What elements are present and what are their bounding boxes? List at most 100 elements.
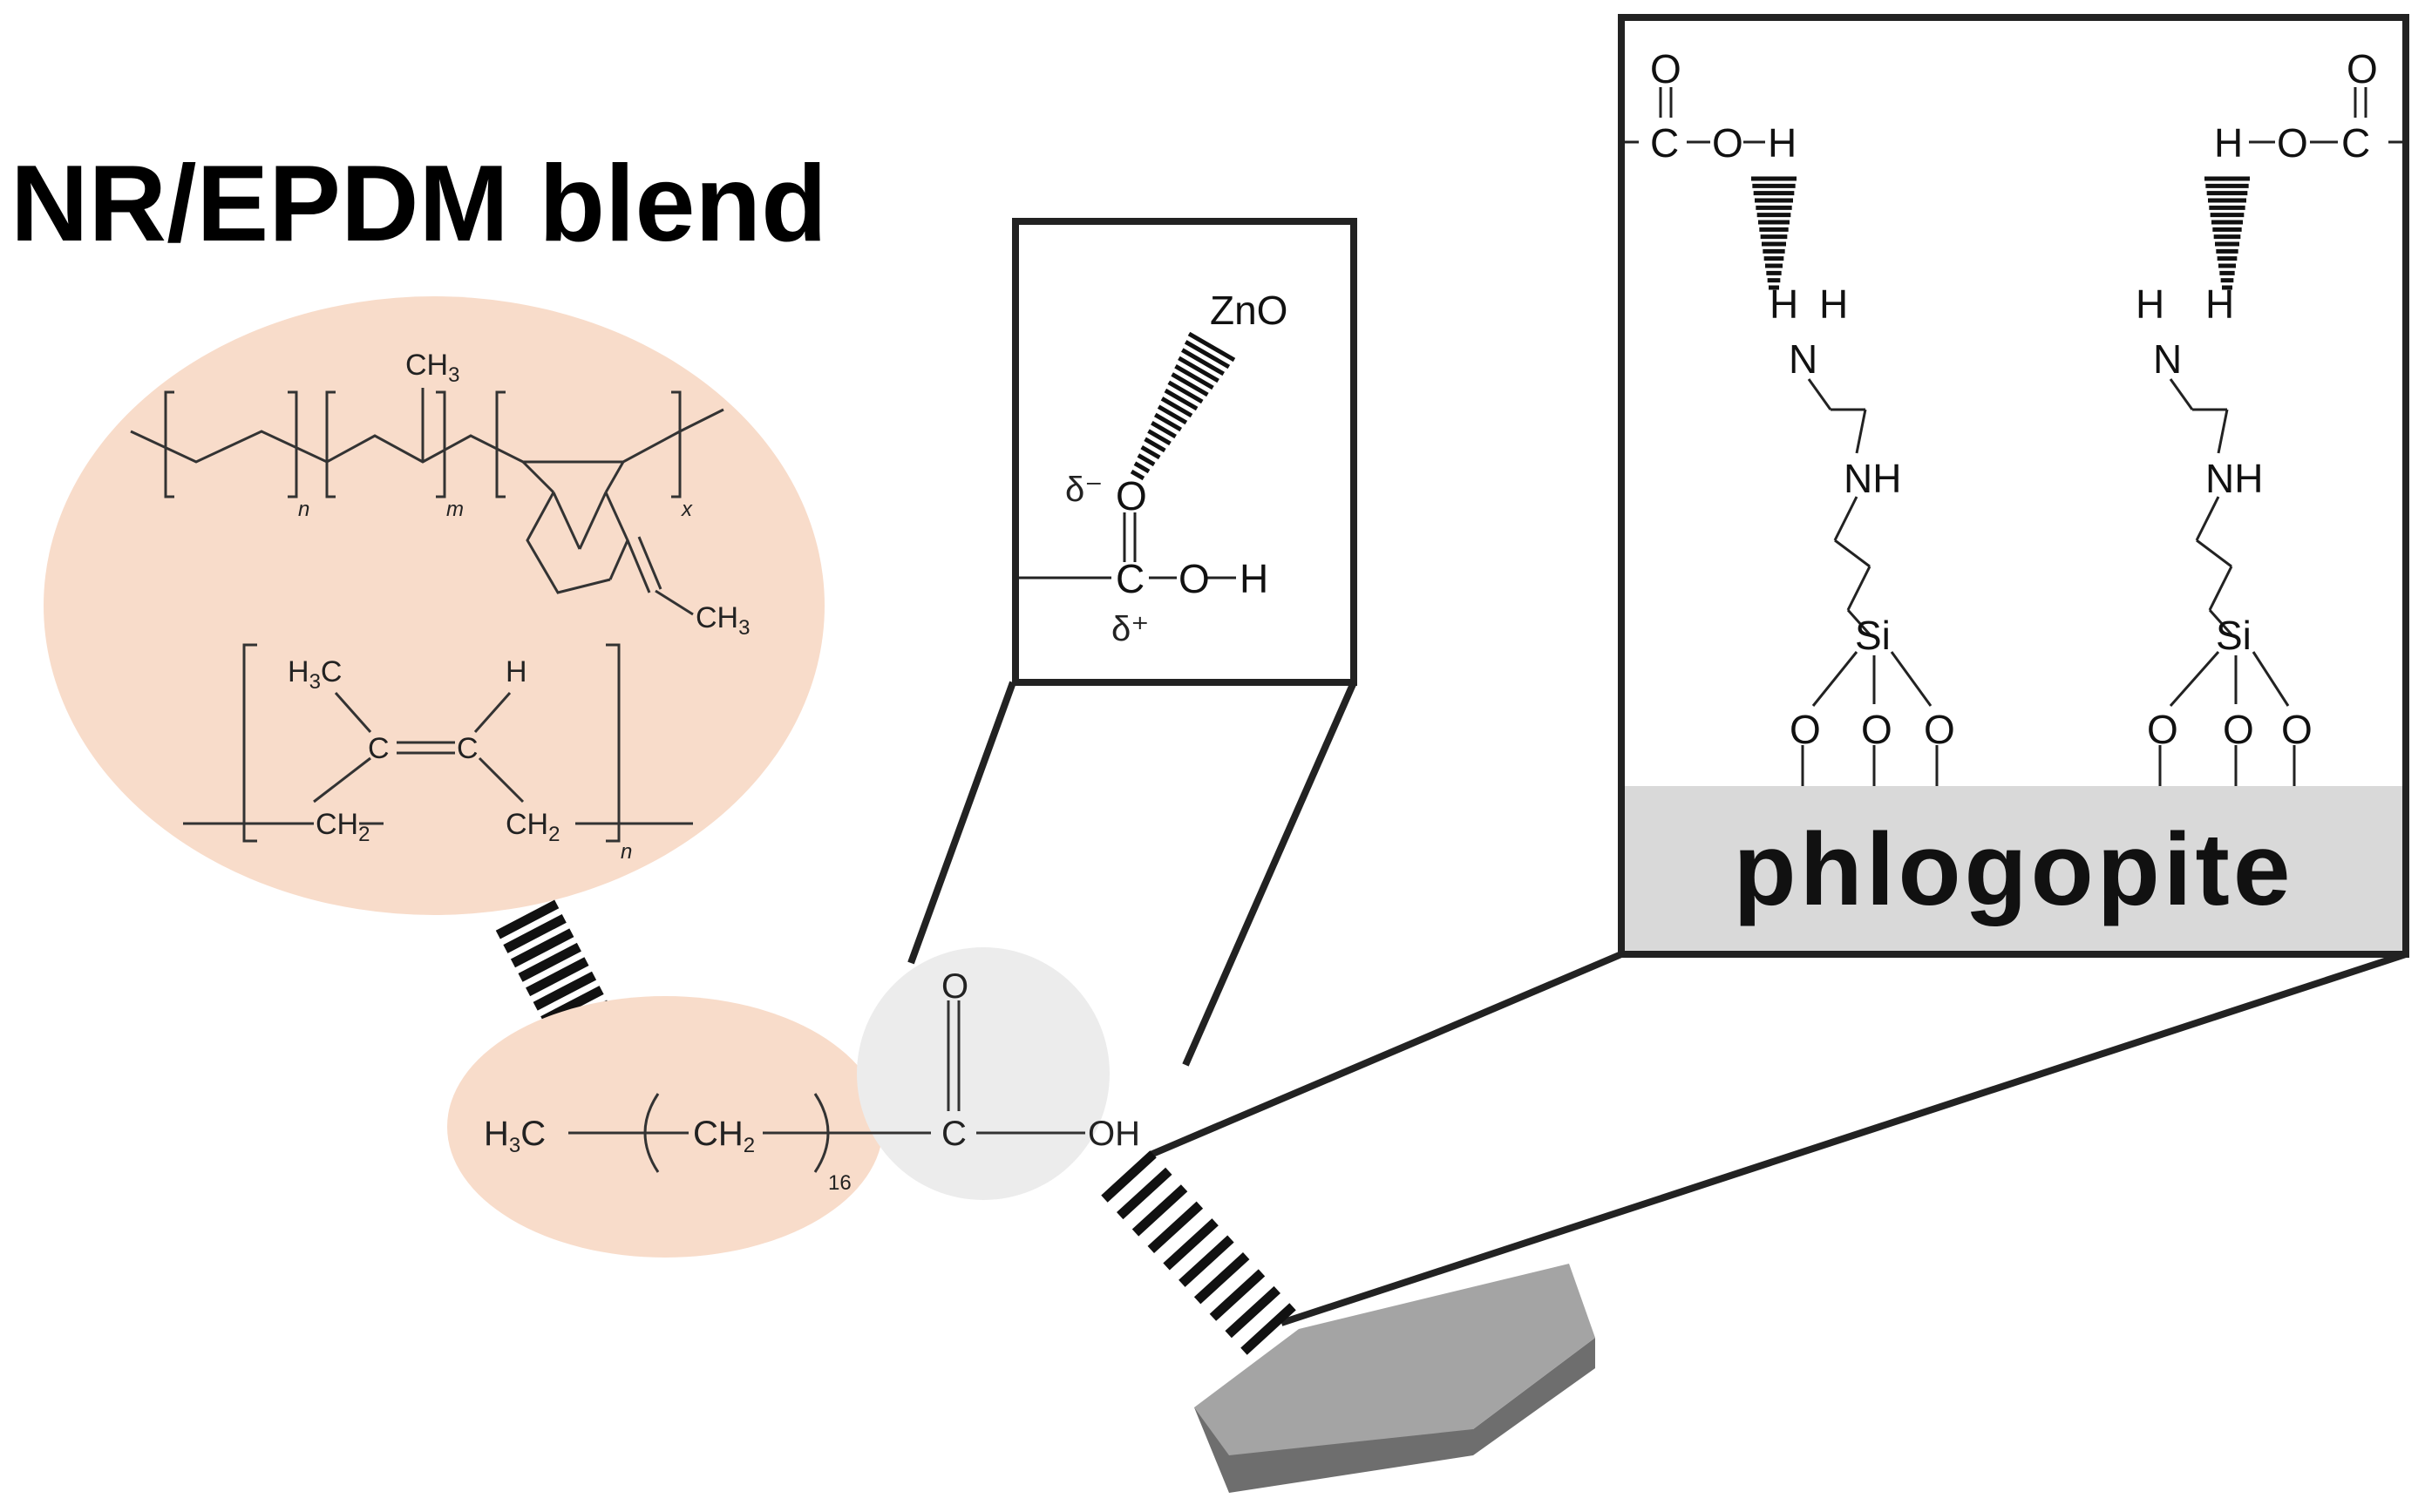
silane-right-h2: H [2205, 281, 2234, 327]
svg-text:H3C: H3C [484, 1115, 546, 1157]
silane-right-o-top: O [2347, 46, 2378, 92]
epdm-ethylidene-sub: 3 [738, 616, 750, 640]
flake-side [1194, 1338, 1595, 1493]
hatchZno-stroke [1164, 388, 1199, 411]
svg-text:CH3: CH3 [405, 349, 459, 387]
svg-text:CH2: CH2 [316, 808, 370, 846]
silane-left-n: N [1789, 336, 1817, 382]
flake-top [1194, 1264, 1595, 1455]
hatchZno-stroke [1144, 437, 1166, 453]
stearic-oh: OH [1088, 1115, 1140, 1153]
silane-left-c: C [1650, 120, 1679, 166]
nr-sub-n: n [621, 840, 632, 864]
page-title: NR/EPDM blend [10, 144, 827, 264]
epdm-sub-n: n [298, 498, 309, 521]
epdm-ethylidene-ch: CH [696, 601, 738, 634]
silane-left-hatch [1751, 176, 1797, 290]
zno-box-o: O [1179, 556, 1210, 601]
zno-box-frame [1012, 218, 1357, 686]
hatch2-stroke [1147, 1201, 1204, 1254]
zno-label: ZnO [1210, 288, 1287, 333]
hatchZno-stroke [1130, 469, 1145, 481]
silane-right-o: O [2277, 120, 2308, 166]
silane-right-si: Si [2216, 613, 2252, 658]
hatch1-stroke [526, 957, 589, 997]
silane-right-hatch [2204, 176, 2250, 290]
hatchZno-stroke [1151, 421, 1177, 439]
hatch2-stroke [1179, 1235, 1234, 1287]
flake-hatch-connector [1101, 1150, 1296, 1355]
hatchZno-stroke [1147, 429, 1172, 446]
acid-group-bubble [857, 947, 1110, 1200]
silane-left-o1: O [1790, 707, 1821, 752]
hatchZno-stroke [1133, 461, 1151, 474]
silane-left-o3: O [1924, 707, 1955, 752]
zno-box-structure [1016, 512, 1236, 580]
svg-text:CH2: CH2 [693, 1115, 755, 1157]
hatchZno-stroke [1174, 363, 1214, 390]
hatch2-stroke [1240, 1303, 1296, 1355]
blend-bubble [44, 296, 825, 915]
silane-right-o3: O [2281, 707, 2313, 752]
hatchZno-stroke [1184, 340, 1231, 370]
silane-right-h1: H [2136, 281, 2164, 327]
delta-minus: δ⁻ [1065, 471, 1103, 509]
svg-text:CH3: CH3 [696, 601, 750, 640]
silane-right-nh: NH [2205, 456, 2263, 501]
hatch2-stroke [1117, 1167, 1172, 1220]
hatchZno-stroke [1187, 331, 1236, 363]
zno-box-carbon: C [1116, 556, 1145, 601]
hatch2-stroke [1209, 1269, 1266, 1321]
epdm-sub-x: x [681, 498, 693, 521]
silane-left-h-top: H [1768, 120, 1797, 166]
hatchZno-stroke [1157, 404, 1188, 425]
nr-labels: H3C H C C CH2 CH2 n [288, 655, 632, 864]
zno-hatch [1130, 331, 1236, 481]
hatch1-stroke [510, 928, 574, 968]
silane-right-h-top: H [2214, 120, 2243, 166]
zno-box-labels: ZnO δ⁻ O C O H δ⁺ [1065, 288, 1287, 648]
hatch2-stroke [1193, 1251, 1250, 1305]
epdm-methyl-ch: CH [405, 349, 448, 382]
phlogopite-zoom-lines [1149, 951, 2408, 1326]
hatchZno-stroke [1153, 412, 1183, 432]
epdm-methyl-sub: 3 [448, 363, 459, 387]
hatchZno-stroke [1171, 372, 1209, 397]
hatch2-stroke [1225, 1285, 1280, 1339]
zno-box-oxygen: O [1116, 473, 1147, 519]
hatch2-stroke [1101, 1150, 1157, 1203]
silane-left-o2: O [1861, 707, 1892, 752]
silane-left-nh: NH [1844, 456, 1901, 501]
hatchZno-stroke [1160, 397, 1193, 418]
hatchZno-stroke [1167, 380, 1204, 404]
nr-h: H [506, 655, 527, 688]
stearic-oxygen: O [941, 967, 968, 1006]
hatch1-stroke [533, 971, 597, 1011]
phlogopite-box [1618, 14, 2409, 958]
epdm-sub-m: m [446, 498, 464, 521]
silane-right-n: N [2153, 336, 2182, 382]
stearic-tail-bubble [447, 996, 883, 1258]
zno-box-h: H [1240, 556, 1268, 601]
phlogopite-flake [1194, 1264, 1595, 1493]
acid-group-circle [857, 947, 1110, 1200]
silane-right-c: C [2341, 120, 2370, 166]
nr-c-left: C [368, 732, 390, 765]
silane-left-o-top: O [1650, 46, 1681, 92]
silane-left-h1: H [1770, 281, 1798, 327]
hatchZno-stroke [1137, 453, 1156, 467]
silane-left-si: Si [1855, 613, 1891, 658]
stearic-carbon: C [941, 1115, 967, 1153]
silane-right: O C O H H H N NH Si O O O [2136, 46, 2402, 786]
silane-left: O C O H H H N NH Si O O O [1625, 46, 1955, 786]
stearic-labels: H3C CH2 16 C O OH [484, 967, 1140, 1195]
stearic-tail-ellipse [447, 996, 883, 1258]
hatch2-stroke [1131, 1184, 1188, 1237]
nr-c-right: C [457, 732, 479, 765]
zno-zoom-lines [907, 681, 1357, 1067]
silane-left-h2: H [1819, 281, 1848, 327]
svg-text:CH2: CH2 [506, 808, 560, 846]
hatch2-stroke [1163, 1218, 1219, 1271]
hatch1-stroke [518, 942, 581, 982]
